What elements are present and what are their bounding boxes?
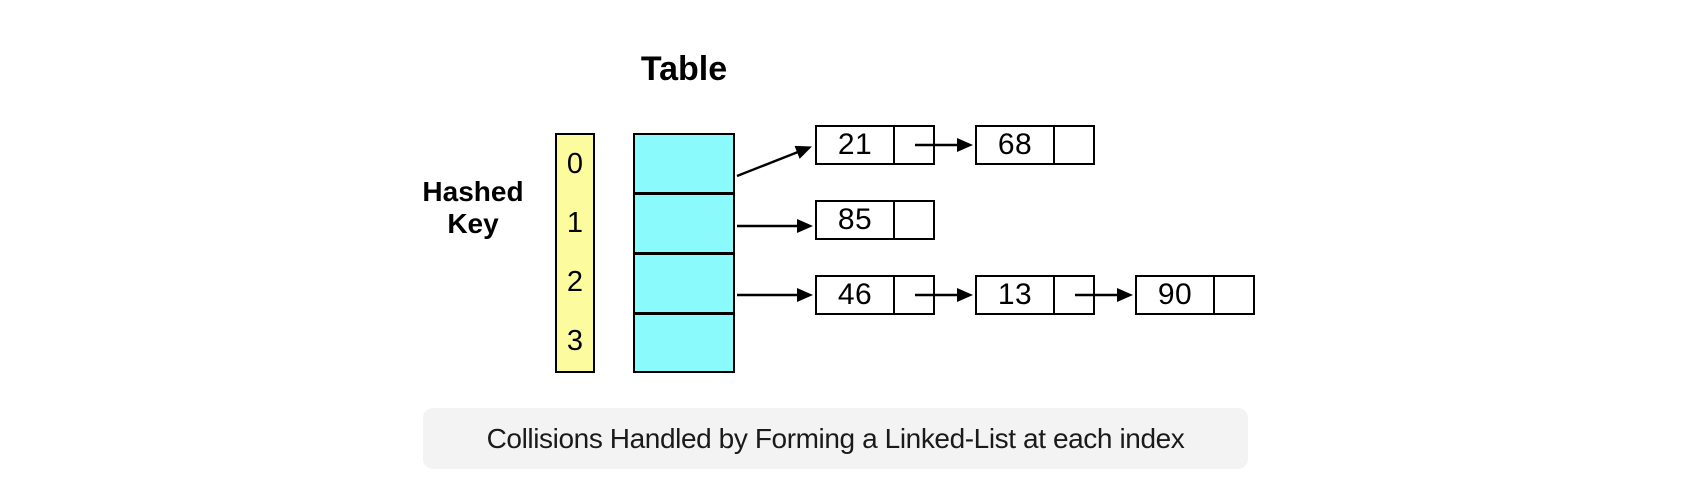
node-next-pointer-cell — [1055, 277, 1093, 313]
hashed-key-label: Hashed Key — [373, 176, 573, 240]
node-next-pointer-cell — [1215, 277, 1253, 313]
node-next-pointer-cell — [895, 277, 933, 313]
node-value: 13 — [977, 277, 1055, 313]
list-node: 21 — [815, 125, 935, 165]
arrow-bucket0-to-node21 — [736, 145, 812, 178]
hashed-key-label-line2: Key — [447, 208, 499, 240]
bucket-column — [633, 133, 735, 373]
node-next-pointer-cell — [895, 202, 933, 238]
node-value: 46 — [817, 277, 895, 313]
index-cell-1: 1 — [566, 207, 584, 239]
bucket-divider — [635, 252, 733, 255]
node-value: 21 — [817, 127, 895, 163]
bucket-divider — [635, 312, 733, 315]
index-cell-3: 3 — [566, 325, 584, 357]
list-node: 85 — [815, 200, 935, 240]
list-node: 13 — [975, 275, 1095, 315]
bucket-divider — [635, 192, 733, 195]
diagram-title: Table — [640, 50, 728, 88]
list-node: 46 — [815, 275, 935, 315]
hashed-key-label-line1: Hashed — [422, 176, 524, 207]
node-value: 68 — [977, 127, 1055, 163]
node-value: 85 — [817, 202, 895, 238]
index-cell-0: 0 — [566, 148, 584, 180]
caption-box: Collisions Handled by Forming a Linked-L… — [423, 408, 1248, 469]
list-node: 90 — [1135, 275, 1255, 315]
list-node: 68 — [975, 125, 1095, 165]
node-next-pointer-cell — [895, 127, 933, 163]
node-next-pointer-cell — [1055, 127, 1093, 163]
index-column: 0 1 2 3 — [555, 133, 595, 373]
caption-text: Collisions Handled by Forming a Linked-L… — [486, 422, 1185, 454]
node-value: 90 — [1137, 277, 1215, 313]
index-cell-2: 2 — [566, 266, 584, 298]
